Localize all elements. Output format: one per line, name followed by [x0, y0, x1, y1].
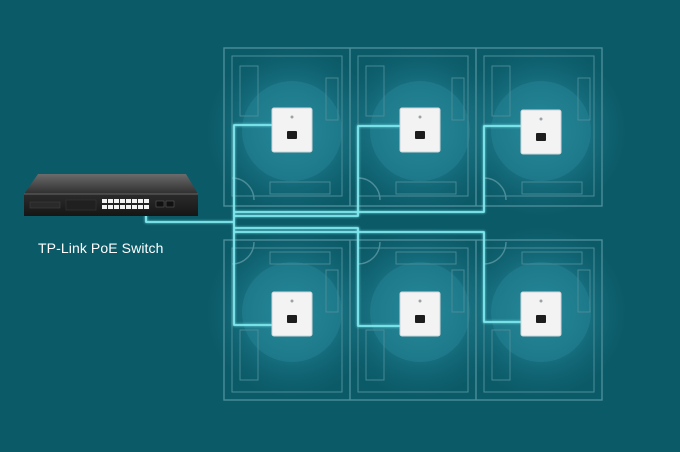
- cable: [234, 125, 522, 213]
- ethernet-port-icon: [415, 131, 425, 139]
- access-point-ap-5: [399, 291, 441, 337]
- access-point-ap-3: [520, 109, 562, 155]
- access-point-ap-4: [271, 291, 313, 337]
- ethernet-port-icon: [536, 315, 546, 323]
- cable: [234, 125, 400, 217]
- cable: [234, 227, 400, 327]
- coverage-zones: [206, 45, 627, 398]
- access-point-ap-1: [271, 107, 313, 153]
- floor-plan: [223, 47, 603, 401]
- ethernet-port-icon: [536, 133, 546, 141]
- access-point-ap-6: [520, 291, 562, 337]
- ethernet-port-icon: [415, 315, 425, 323]
- network-switch-icon: [24, 174, 198, 216]
- ethernet-port-icon: [287, 315, 297, 323]
- cable: [234, 231, 522, 323]
- switch-label: TP-Link PoE Switch: [38, 240, 164, 256]
- ethernet-port-icon: [287, 131, 297, 139]
- access-points: [271, 107, 562, 337]
- cable: [233, 124, 272, 222]
- cable: [233, 222, 272, 326]
- access-point-ap-2: [399, 107, 441, 153]
